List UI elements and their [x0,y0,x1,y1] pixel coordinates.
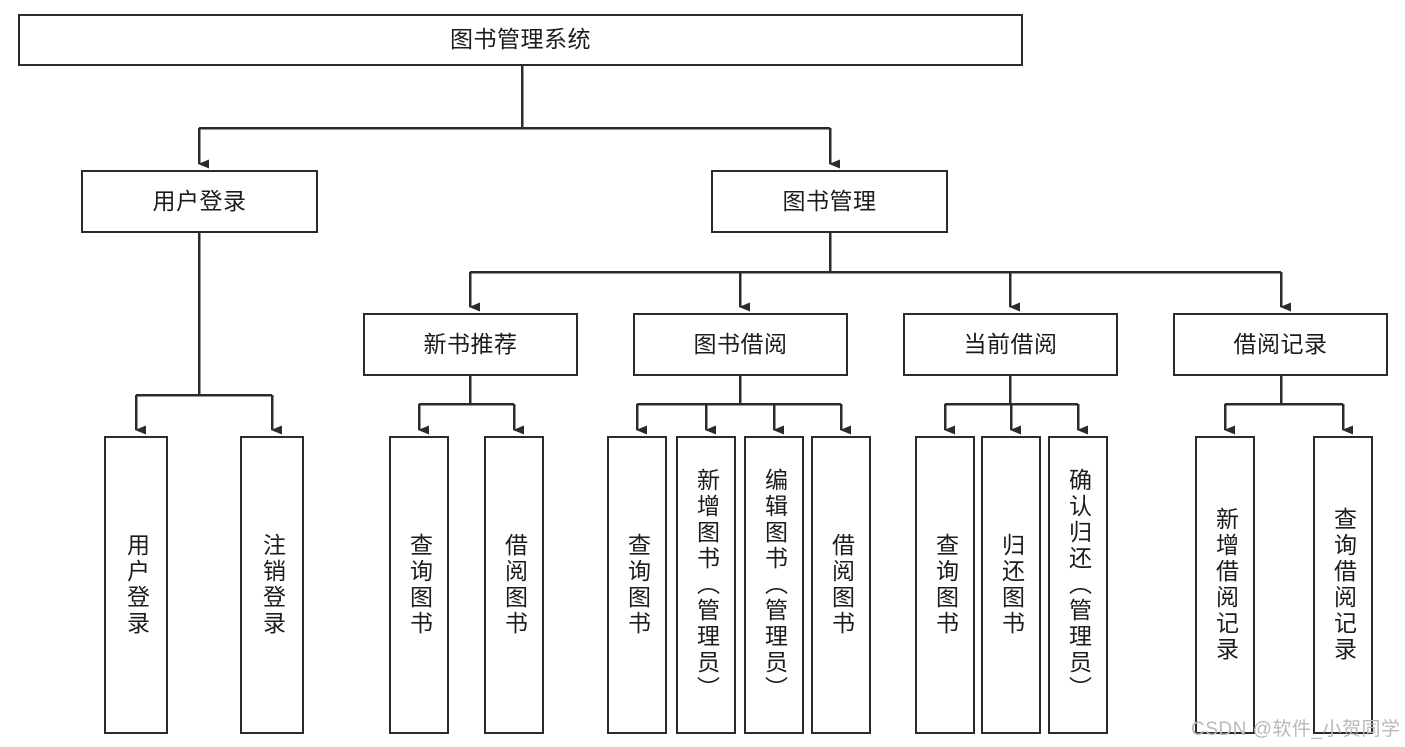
node-root-book-management-system[interactable]: 图书管理系统 [18,14,1023,66]
node-label: 注销登录 [259,533,286,637]
node-label: 借阅图书 [501,533,528,637]
node-label: 用户登录 [123,533,150,637]
node-label: 确认归还（管理员） [1065,468,1092,702]
node-label: 图书管理 [782,187,877,214]
node-leaf-query-book-recommend[interactable]: 查询图书 [389,436,449,734]
node-leaf-confirm-return-admin[interactable]: 确认归还（管理员） [1048,436,1108,734]
node-label: 归还图书 [998,533,1025,637]
node-leaf-query-borrow-record[interactable]: 查询借阅记录 [1313,436,1373,734]
node-label: 图书管理系统 [450,26,591,53]
node-label: 当前借阅 [963,330,1058,357]
node-label: 新增图书（管理员） [693,468,720,702]
node-leaf-user-login[interactable]: 用户登录 [104,436,168,734]
node-leaf-borrow-book[interactable]: 借阅图书 [811,436,871,734]
node-leaf-query-book-current[interactable]: 查询图书 [915,436,975,734]
node-label: 借阅图书 [828,533,855,637]
node-current-borrow[interactable]: 当前借阅 [903,313,1118,376]
node-leaf-add-borrow-record[interactable]: 新增借阅记录 [1195,436,1255,734]
node-label: 新书推荐 [423,330,518,357]
node-label: 查询图书 [624,533,651,637]
node-label: 图书借阅 [693,330,788,357]
node-borrow-record[interactable]: 借阅记录 [1173,313,1388,376]
node-label: 查询借阅记录 [1330,507,1357,663]
node-leaf-logout[interactable]: 注销登录 [240,436,304,734]
node-book-borrow[interactable]: 图书借阅 [633,313,848,376]
node-leaf-edit-book-admin[interactable]: 编辑图书（管理员） [744,436,804,734]
node-label: 用户登录 [152,187,247,214]
node-leaf-return-book[interactable]: 归还图书 [981,436,1041,734]
node-label: 查询图书 [406,533,433,637]
node-label: 编辑图书（管理员） [761,468,788,702]
node-label: 借阅记录 [1233,330,1328,357]
node-new-book-recommend[interactable]: 新书推荐 [363,313,578,376]
node-user-login[interactable]: 用户登录 [81,170,318,233]
node-leaf-add-book-admin[interactable]: 新增图书（管理员） [676,436,736,734]
node-label: 新增借阅记录 [1212,507,1239,663]
node-leaf-borrow-book-recommend[interactable]: 借阅图书 [484,436,544,734]
node-book-management[interactable]: 图书管理 [711,170,948,233]
node-label: 查询图书 [932,533,959,637]
node-leaf-query-book[interactable]: 查询图书 [607,436,667,734]
